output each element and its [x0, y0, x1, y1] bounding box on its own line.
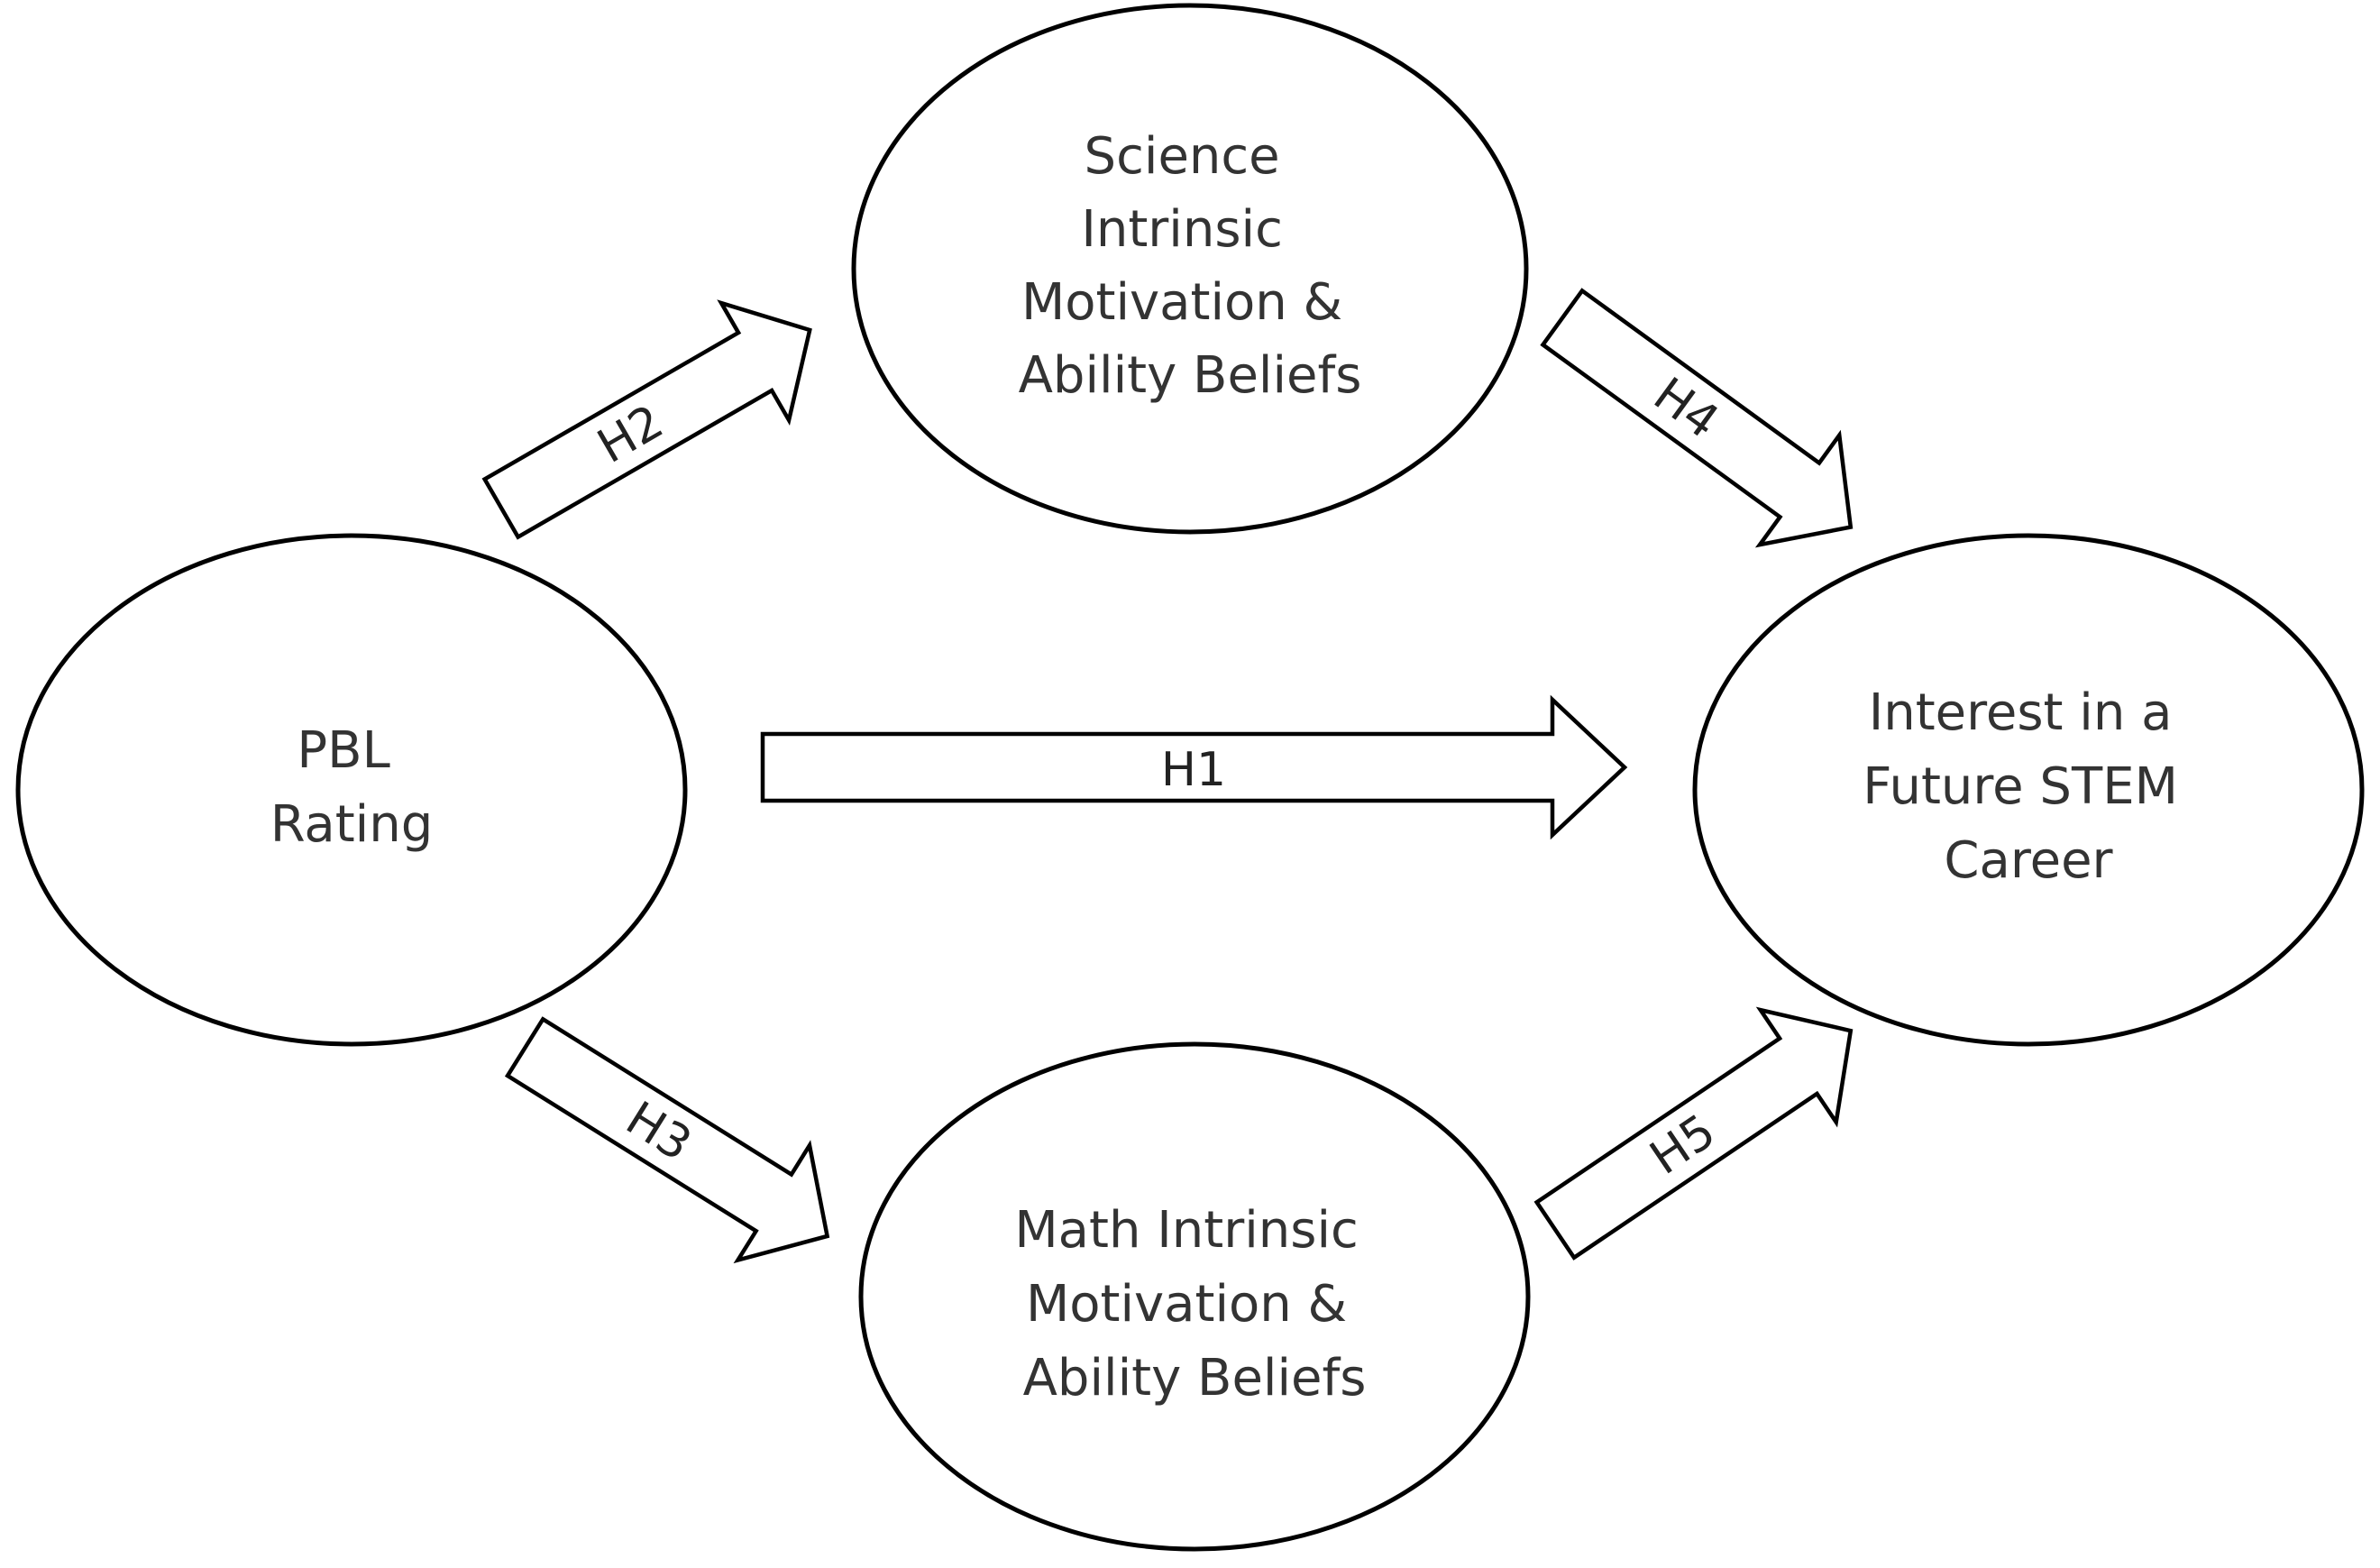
node-science-motivation-label: Science Intrinsic Motivation & Ability B…	[1019, 127, 1362, 405]
node-science-motivation-shape	[851, 3, 1529, 535]
arrow-h3: H3	[504, 1016, 830, 1264]
node-math-motivation-label: Math Intrinsic Motivation & Ability Beli…	[1014, 1201, 1374, 1408]
arrow-h5-shape	[1533, 1006, 1854, 1261]
node-stem-career-interest: Interest in a Future STEM Career	[1692, 533, 2365, 1047]
arrow-h4: H4	[1540, 288, 1854, 548]
arrow-h5: H5	[1533, 1006, 1854, 1261]
arrow-h1: H1	[760, 694, 1628, 840]
arrow-h1-shape	[760, 694, 1628, 840]
arrow-h2-shape	[481, 299, 812, 540]
node-math-motivation: Math Intrinsic Motivation & Ability Beli…	[858, 1041, 1531, 1552]
node-pbl-rating: PBL Rating	[15, 533, 688, 1047]
node-stem-career-interest-shape	[1692, 533, 2365, 1047]
arrow-h1-label: H1	[1161, 743, 1226, 797]
node-pbl-rating-label: PBL Rating	[270, 721, 434, 854]
node-math-motivation-shape	[858, 1041, 1531, 1552]
node-stem-career-interest-label: Interest in a Future STEM Career	[1863, 683, 2193, 890]
node-pbl-rating-shape	[15, 533, 688, 1047]
arrow-h2: H2	[481, 299, 812, 540]
arrow-h3-shape	[504, 1016, 830, 1264]
arrow-h4-shape	[1540, 288, 1854, 548]
node-science-motivation: Science Intrinsic Motivation & Ability B…	[851, 3, 1529, 535]
